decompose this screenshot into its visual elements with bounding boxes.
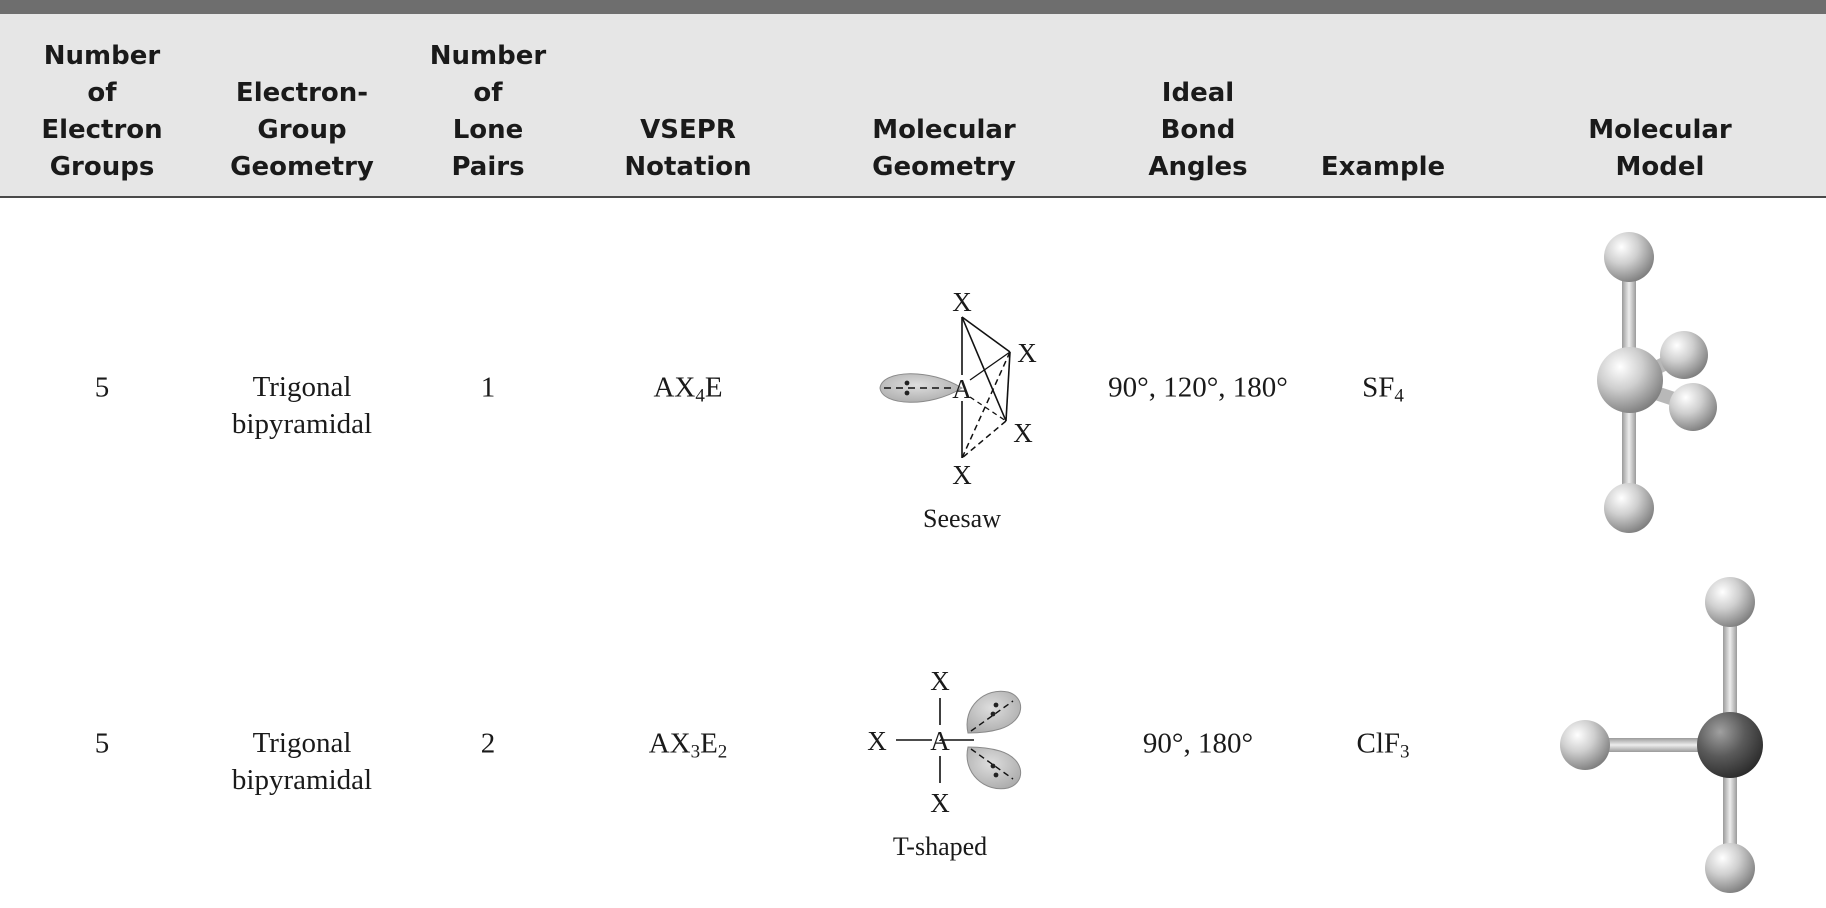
t-shaped-diagram: A X X X T-shaped: [867, 666, 1022, 861]
central-atom-label: A: [952, 374, 972, 404]
molecular-geometry-label: Seesaw: [923, 504, 1001, 533]
ligand-atom: [1669, 383, 1717, 431]
central-atom: [1597, 347, 1663, 413]
bond-angles-cell: 90°, 180°: [1142, 727, 1254, 760]
vsepr-notation-cell: AX3E2: [648, 727, 728, 763]
header-lone-pairs: Number of Lone Pairs: [429, 41, 547, 182]
vsepr-notation-cell: AX4E: [653, 371, 723, 407]
table-header: Number of Electron Groups Electron- Grou…: [0, 14, 1826, 198]
top-bar: [0, 0, 1826, 14]
ligand-label: X: [930, 666, 950, 696]
ligand-label: X: [1017, 338, 1037, 368]
header-electron-geometry: Electron- Group Geometry: [230, 78, 374, 182]
central-atom-label: A: [930, 726, 950, 756]
ligand-atom: [1604, 483, 1654, 533]
ligand-atom: [1705, 843, 1755, 893]
ligand-atom: [1660, 331, 1708, 379]
t-shaped-molecular-model: [1560, 577, 1763, 893]
lone-pairs-cell: 2: [480, 727, 496, 760]
ligand-label: X: [867, 726, 887, 756]
header-molecular-model: Molecular Model: [1588, 115, 1732, 182]
electron-geometry-cell: Trigonal bipyramidal: [231, 371, 373, 440]
ligand-atom: [1705, 577, 1755, 627]
ligand-atom: [1560, 720, 1610, 770]
molecular-geometry-label: T-shaped: [893, 832, 987, 861]
electron-groups-cell: 5: [94, 371, 110, 404]
header-vsepr-notation: VSEPR Notation: [624, 115, 752, 182]
seesaw-molecular-model: [1597, 232, 1717, 533]
ligand-label: X: [930, 788, 950, 818]
seesaw-diagram: A X X X X Seesaw: [879, 287, 1037, 533]
electron-geometry-cell: Trigonal bipyramidal: [231, 727, 373, 796]
header-example: Example: [1320, 152, 1446, 182]
example-cell: SF4: [1362, 371, 1404, 407]
lone-pairs-cell: 1: [480, 371, 496, 404]
ligand-label: X: [1013, 418, 1033, 448]
ligand-label: X: [952, 460, 972, 490]
electron-groups-cell: 5: [94, 727, 110, 760]
ligand-label: X: [952, 287, 972, 317]
bond-angles-cell: 90°, 120°, 180°: [1108, 371, 1288, 404]
central-atom: [1697, 712, 1763, 778]
example-cell: ClF3: [1356, 727, 1410, 763]
ligand-atom: [1604, 232, 1654, 282]
header-bond-angles: Ideal Bond Angles: [1148, 78, 1248, 182]
header-molecular-geometry: Molecular Geometry: [872, 115, 1016, 182]
header-electron-groups: Number of Electron Groups: [41, 41, 163, 182]
